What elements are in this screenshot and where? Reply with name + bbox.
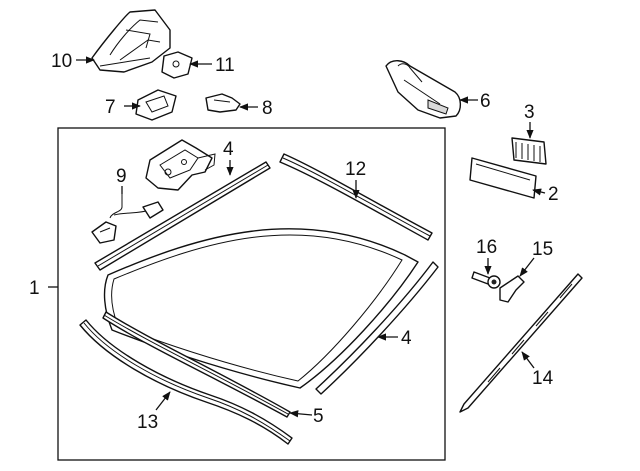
mirror-cover: [91, 9, 171, 73]
callout-10: 10: [51, 51, 72, 72]
callout-2: 2: [548, 184, 559, 205]
mirror-bracket-assembly: [145, 139, 216, 191]
callout-11: 11: [215, 55, 235, 76]
mounting-bolt: [471, 271, 501, 289]
callout-4-side: 4: [401, 328, 412, 349]
upper-molding-strip: [94, 161, 271, 271]
callout-1: 1: [29, 278, 40, 299]
callout-7: 7: [105, 97, 116, 118]
sensor-bracket: [135, 89, 177, 121]
side-trim-molding: [459, 273, 583, 413]
callout-5: 5: [313, 406, 324, 427]
callout-16: 16: [476, 237, 497, 258]
bracket-clip: [205, 93, 241, 113]
rear-view-mirror: [385, 60, 462, 119]
light-housing: [469, 157, 537, 199]
lower-molding-strip: [79, 319, 293, 445]
assembly-box: [57, 127, 446, 461]
callout-9: 9: [116, 166, 127, 187]
callout-15: 15: [532, 239, 553, 260]
cover-clip: [161, 51, 193, 79]
callout-6: 6: [480, 91, 491, 112]
callout-14: 14: [532, 368, 554, 389]
callout-13: 13: [137, 412, 158, 433]
molding-clip: [499, 275, 525, 303]
lamp-lens: [511, 137, 547, 165]
lower-seal-strip: [102, 311, 291, 418]
windshield-glass: [103, 228, 419, 389]
callout-8: 8: [262, 98, 273, 119]
callout-3: 3: [524, 102, 535, 123]
callout-12: 12: [345, 159, 366, 180]
callout-4-upper: 4: [223, 139, 234, 160]
rain-sensor-with-harness: [91, 192, 164, 244]
side-molding-strip: [315, 261, 439, 395]
